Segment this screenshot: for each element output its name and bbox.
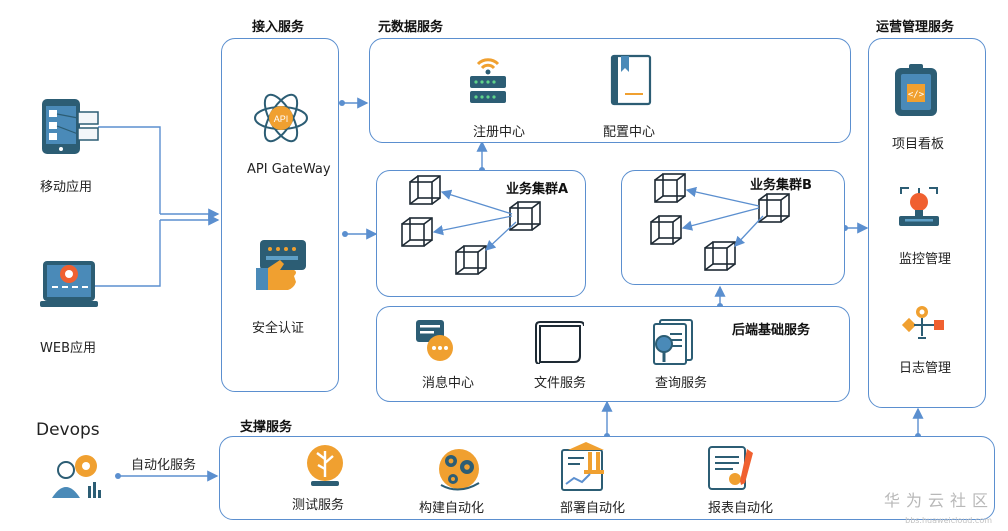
query-service-icon bbox=[650, 318, 696, 370]
monitor-management-icon bbox=[897, 186, 941, 234]
deploy-automation-label: 部署自动化 bbox=[560, 501, 626, 516]
ops-service-title: 运营管理服务 bbox=[876, 20, 955, 35]
web-app-label: WEB应用 bbox=[40, 341, 96, 356]
api-gateway-icon: API bbox=[253, 90, 309, 150]
test-service-label: 测试服务 bbox=[292, 498, 345, 513]
config-center-label: 配置中心 bbox=[603, 125, 656, 140]
file-service-label: 文件服务 bbox=[534, 376, 587, 391]
metadata-service-title: 元数据服务 bbox=[378, 20, 444, 35]
report-automation-label: 报表自动化 bbox=[708, 501, 774, 516]
message-center-icon bbox=[414, 318, 458, 366]
mobile-app-label: 移动应用 bbox=[40, 180, 93, 195]
cluster-b-cubes-icon bbox=[650, 173, 790, 271]
api-gateway-label: API GateWay bbox=[247, 162, 331, 177]
log-management-label: 日志管理 bbox=[899, 361, 952, 376]
automation-service-label: 自动化服务 bbox=[131, 458, 197, 473]
business-cluster-b-title: 业务集群B bbox=[750, 178, 812, 193]
config-book-icon bbox=[609, 54, 653, 110]
registry-server-icon bbox=[468, 52, 508, 112]
web-app-icon bbox=[40, 257, 100, 317]
business-cluster-a-box bbox=[376, 170, 586, 297]
message-center-label: 消息中心 bbox=[422, 376, 475, 391]
security-auth-label: 安全认证 bbox=[252, 321, 305, 336]
access-service-box bbox=[221, 38, 339, 392]
svg-text:</>: </> bbox=[908, 90, 925, 100]
security-auth-icon bbox=[250, 238, 310, 298]
mobile-app-icon bbox=[40, 98, 100, 160]
build-automation-label: 构建自动化 bbox=[419, 501, 485, 516]
build-automation-icon bbox=[435, 445, 485, 497]
svg-text:API: API bbox=[274, 114, 289, 124]
backend-service-box bbox=[376, 306, 850, 402]
devops-label: Devops bbox=[36, 420, 100, 440]
support-service-title: 支撑服务 bbox=[240, 420, 293, 435]
watermark-url: bbs.huaweicloud.com bbox=[905, 516, 992, 525]
metadata-service-box bbox=[369, 38, 851, 143]
support-service-box bbox=[219, 436, 995, 520]
cluster-a-cubes-icon bbox=[401, 175, 541, 275]
monitor-management-label: 监控管理 bbox=[899, 252, 952, 267]
query-service-label: 查询服务 bbox=[655, 376, 708, 391]
file-service-icon bbox=[534, 320, 585, 368]
backend-service-title: 后端基础服务 bbox=[732, 323, 811, 338]
report-automation-icon bbox=[707, 443, 757, 495]
devops-person-icon bbox=[50, 452, 102, 504]
log-management-icon bbox=[900, 304, 948, 348]
business-cluster-a-title: 业务集群A bbox=[506, 182, 569, 197]
project-board-label: 项目看板 bbox=[892, 137, 945, 152]
deploy-automation-icon bbox=[560, 440, 610, 496]
test-service-icon bbox=[303, 443, 347, 491]
access-service-title: 接入服务 bbox=[252, 20, 305, 35]
project-board-icon: </> bbox=[891, 62, 941, 122]
watermark-brand: 华为云社区 bbox=[883, 491, 994, 510]
registry-center-label: 注册中心 bbox=[473, 125, 526, 140]
